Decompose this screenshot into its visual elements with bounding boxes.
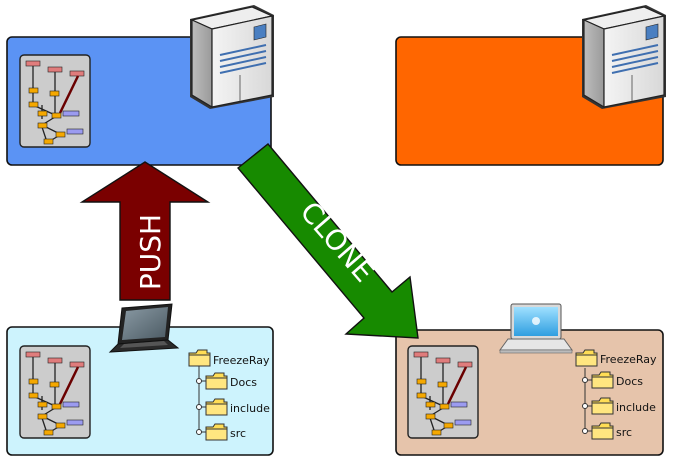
local-right-commit-graph-icon xyxy=(406,344,480,440)
clone-arrow: CLONE xyxy=(237,143,419,339)
folder-item-label: include xyxy=(616,401,656,414)
folder-item-label: src xyxy=(230,427,246,440)
remote-left-server-icon xyxy=(189,4,275,110)
push-arrow: PUSH xyxy=(79,161,211,301)
folder-item-label: Docs xyxy=(616,375,643,388)
folder-item-label: src xyxy=(616,426,632,439)
folder-item-label: include xyxy=(230,402,270,415)
remote-left-commit-graph-icon xyxy=(18,53,92,149)
laptop-icon xyxy=(108,303,180,353)
folder-root-label: FreezeRay xyxy=(600,353,657,366)
macbook-icon xyxy=(499,303,573,354)
folder-tree-left: FreezeRay Docs include src xyxy=(188,349,270,441)
folder-root-label: FreezeRay xyxy=(213,354,270,367)
push-label: PUSH xyxy=(134,214,167,290)
remote-right-server-icon xyxy=(581,4,667,110)
folder-item-label: Docs xyxy=(230,376,257,389)
local-left-commit-graph-icon xyxy=(18,344,92,440)
folder-tree-right: FreezeRay Docs include src xyxy=(575,349,657,440)
